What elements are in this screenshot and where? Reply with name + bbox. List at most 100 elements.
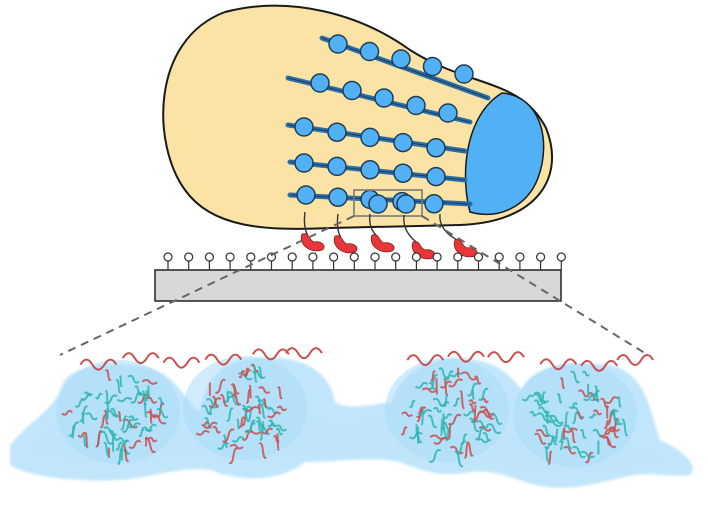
helix [257, 403, 262, 415]
helix [116, 447, 124, 465]
protein-complex [513, 354, 655, 467]
helix [575, 411, 584, 420]
bead [360, 127, 380, 148]
helix [241, 404, 251, 423]
bead [342, 80, 362, 101]
post-head [329, 252, 339, 262]
helix [203, 421, 218, 429]
post-head [287, 252, 297, 262]
helix [236, 418, 241, 430]
helix [549, 414, 564, 425]
helix [452, 397, 461, 407]
helix [245, 388, 251, 404]
post-head [246, 252, 256, 262]
helix [156, 407, 169, 419]
helix [120, 415, 128, 431]
post-head [349, 252, 359, 262]
helix [535, 428, 551, 438]
helix [238, 416, 245, 428]
cell-body [162, 4, 554, 230]
helix [590, 389, 601, 402]
helix [82, 434, 87, 448]
helix [255, 420, 263, 434]
helix [138, 393, 149, 400]
substrate-posts [163, 252, 566, 270]
helix [258, 442, 267, 459]
bead [360, 160, 380, 180]
helix [579, 450, 596, 459]
helix [438, 367, 449, 379]
protein-complex [385, 350, 525, 468]
helix [592, 409, 603, 416]
helix [533, 399, 543, 407]
helix [243, 369, 252, 377]
post-head [163, 252, 173, 262]
bead [422, 56, 443, 77]
helix [547, 450, 553, 465]
helix [147, 436, 158, 443]
helix-arm [406, 354, 445, 367]
helix [144, 437, 156, 454]
motor-protein [333, 235, 358, 254]
helix [428, 381, 437, 390]
helix [482, 409, 495, 420]
post-head [184, 252, 194, 262]
helix [267, 411, 282, 419]
helix [599, 428, 612, 438]
helix [614, 419, 623, 426]
helix [568, 402, 578, 409]
helix [463, 442, 470, 459]
helix [449, 445, 464, 455]
helix [432, 397, 446, 407]
bead [426, 166, 446, 187]
bead [328, 34, 348, 54]
helix [99, 414, 107, 429]
helix [579, 428, 587, 439]
helix [84, 412, 98, 421]
helix [149, 408, 153, 424]
protein-densities [56, 347, 655, 468]
post-head [515, 252, 525, 262]
helix [228, 447, 239, 465]
helix [252, 365, 258, 383]
helix [416, 406, 427, 419]
bead [296, 185, 316, 205]
helix [138, 428, 145, 438]
helix [144, 436, 148, 447]
helix [61, 409, 73, 416]
helix [128, 439, 142, 450]
helix [141, 379, 158, 385]
helix [604, 396, 619, 405]
bead [393, 132, 413, 153]
helix [428, 448, 442, 463]
helix [401, 411, 414, 418]
helix [428, 373, 439, 390]
helix [559, 440, 564, 451]
helix [127, 422, 142, 429]
motor-proteins [300, 211, 478, 260]
helix [606, 410, 615, 426]
helix [482, 431, 492, 442]
bead [424, 194, 444, 214]
helix [471, 389, 475, 400]
helix-arm [79, 358, 118, 371]
helix [214, 378, 226, 394]
helix [108, 429, 120, 442]
bead [406, 95, 426, 116]
helix [547, 436, 558, 446]
helix [273, 434, 280, 443]
helix [205, 398, 219, 409]
post-head [556, 252, 566, 262]
helix [417, 409, 433, 416]
helix [529, 410, 538, 417]
post-head [391, 252, 401, 262]
helix-arm [447, 350, 485, 363]
helix [255, 416, 265, 428]
helix [621, 418, 629, 437]
helix [100, 430, 113, 445]
helix [121, 444, 130, 463]
helix [442, 413, 453, 419]
helix [570, 370, 581, 384]
helix [564, 436, 573, 450]
helix [440, 418, 444, 436]
